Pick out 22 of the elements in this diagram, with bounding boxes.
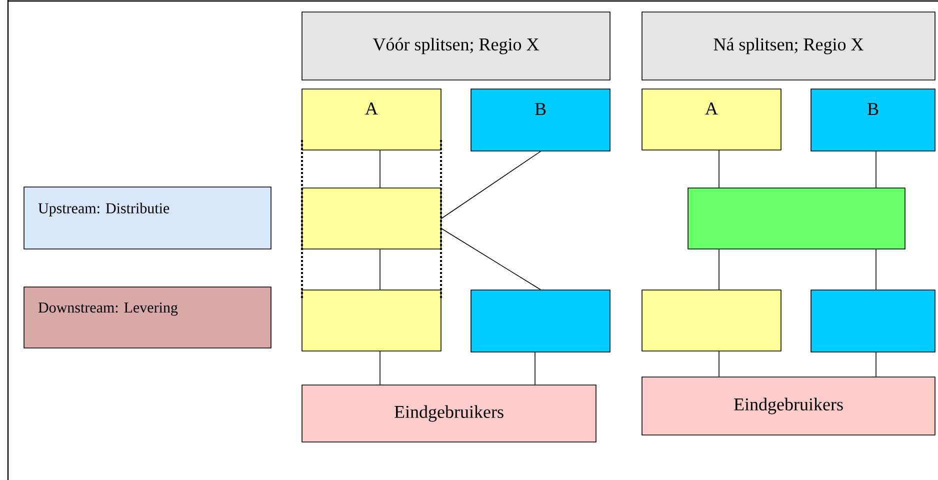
- process-box: A: [302, 88, 442, 150]
- header-box: Ná splitsen; Regio X: [642, 12, 936, 80]
- connector-line: [441, 151, 541, 219]
- connector-line: [718, 249, 720, 290]
- process-box: [470, 290, 610, 352]
- legend-box: Downstream: Levering: [24, 286, 272, 348]
- process-box: [302, 290, 442, 352]
- process-box: [688, 188, 906, 250]
- connector-line: [718, 351, 720, 377]
- connector-line: [718, 150, 720, 188]
- process-box: [810, 290, 936, 352]
- process-box: A: [642, 88, 782, 150]
- process-box: [302, 188, 442, 250]
- connector-line: [441, 228, 541, 290]
- connector-line: [534, 352, 536, 385]
- process-box: B: [470, 88, 610, 152]
- process-box: Eindgebruikers: [302, 384, 596, 442]
- header-box: Vóór splitsen; Regio X: [302, 12, 610, 80]
- legend-box: Upstream: Distributie: [24, 186, 272, 250]
- process-box: B: [810, 88, 936, 152]
- process-box: Eindgebruikers: [642, 376, 936, 436]
- process-box: [642, 290, 782, 352]
